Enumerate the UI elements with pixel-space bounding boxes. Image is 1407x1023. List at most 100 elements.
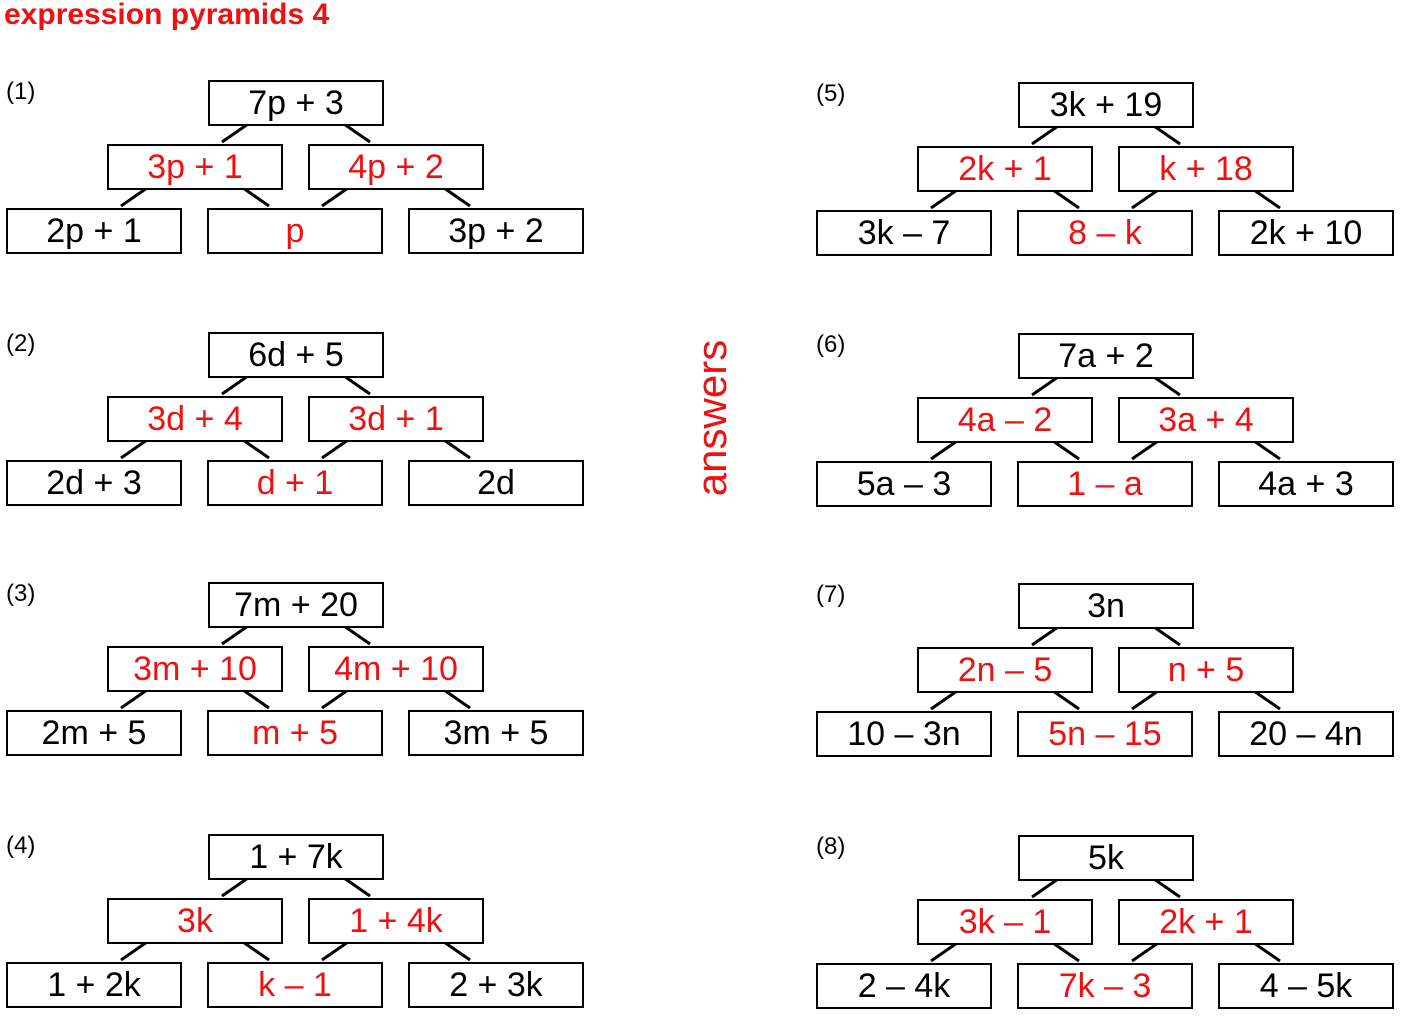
brick-middle: n + 5: [1118, 647, 1294, 693]
problem-number: (6): [816, 331, 846, 358]
connector-line: [321, 940, 349, 962]
brick-bottom: 5a – 3: [816, 461, 992, 507]
brick-middle: 3p + 1: [107, 144, 283, 190]
brick-bottom: 2 – 4k: [816, 963, 992, 1009]
connector-line: [343, 122, 371, 144]
brick-bottom: d + 1: [207, 460, 383, 506]
brick-middle: 3a + 4: [1118, 397, 1294, 443]
brick-bottom: 2d: [408, 460, 584, 506]
brick-middle: 3m + 10: [107, 646, 283, 692]
brick-top: 7p + 3: [208, 80, 384, 126]
brick-bottom: 2k + 10: [1218, 210, 1394, 256]
brick-middle: 3k – 1: [917, 899, 1093, 945]
connector-line: [1031, 124, 1059, 146]
connector-lines: [930, 877, 1281, 963]
connector-line: [1253, 689, 1281, 711]
problem-number: (3): [6, 580, 36, 607]
brick-bottom: k – 1: [207, 962, 383, 1008]
connector-line: [242, 688, 270, 710]
brick-middle: 2n – 5: [917, 647, 1093, 693]
connector-line: [1052, 941, 1080, 963]
brick-top: 5k: [1018, 835, 1194, 881]
brick-bottom: 2 + 3k: [408, 962, 584, 1008]
brick-bottom: 5n – 15: [1017, 711, 1193, 757]
brick-bottom: 3k – 7: [816, 210, 992, 256]
brick-bottom: 3p + 2: [408, 208, 584, 254]
connector-line: [1153, 124, 1181, 146]
connector-line: [1153, 877, 1181, 899]
connector-line: [1153, 375, 1181, 397]
connector-line: [930, 689, 958, 711]
brick-top: 6d + 5: [208, 332, 384, 378]
connector-line: [321, 186, 349, 208]
connector-line: [221, 374, 249, 396]
connector-line: [1031, 375, 1059, 397]
connector-line: [443, 688, 471, 710]
connector-line: [1131, 188, 1159, 210]
connector-line: [120, 940, 148, 962]
connector-line: [120, 186, 148, 208]
brick-bottom: 2d + 3: [6, 460, 182, 506]
brick-middle: 2k + 1: [1118, 899, 1294, 945]
connector-line: [1153, 625, 1181, 647]
connector-line: [343, 876, 371, 898]
brick-bottom: 8 – k: [1017, 210, 1193, 256]
connector-line: [242, 186, 270, 208]
problem-number: (1): [6, 78, 36, 105]
connector-line: [443, 940, 471, 962]
connector-line: [1253, 439, 1281, 461]
connector-line: [1052, 689, 1080, 711]
connector-lines: [930, 625, 1281, 711]
brick-middle: 4a – 2: [917, 397, 1093, 443]
page-title: expression pyramids 4: [4, 0, 330, 31]
connector-line: [221, 876, 249, 898]
brick-top: 3k + 19: [1018, 82, 1194, 128]
connector-line: [1052, 188, 1080, 210]
connector-lines: [120, 374, 471, 460]
connector-line: [120, 438, 148, 460]
connector-line: [1031, 625, 1059, 647]
connector-line: [1031, 877, 1059, 899]
brick-top: 7a + 2: [1018, 333, 1194, 379]
brick-bottom: 3m + 5: [408, 710, 584, 756]
connector-line: [221, 122, 249, 144]
connector-lines: [120, 122, 471, 208]
brick-bottom: m + 5: [207, 710, 383, 756]
brick-middle: k + 18: [1118, 146, 1294, 192]
brick-middle: 3k: [107, 898, 283, 944]
connector-line: [321, 688, 349, 710]
brick-middle: 1 + 4k: [308, 898, 484, 944]
connector-lines: [120, 876, 471, 962]
connector-line: [343, 624, 371, 646]
connector-line: [443, 438, 471, 460]
brick-middle: 4m + 10: [308, 646, 484, 692]
connector-line: [1131, 439, 1159, 461]
connector-line: [443, 186, 471, 208]
connector-line: [242, 940, 270, 962]
connector-lines: [930, 375, 1281, 461]
brick-middle: 4p + 2: [308, 144, 484, 190]
brick-middle: 3d + 4: [107, 396, 283, 442]
brick-bottom: 1 – a: [1017, 461, 1193, 507]
problem-number: (4): [6, 832, 36, 859]
problem-number: (2): [6, 330, 36, 357]
brick-middle: 2k + 1: [917, 146, 1093, 192]
connector-line: [120, 688, 148, 710]
brick-top: 3n: [1018, 583, 1194, 629]
connector-line: [930, 188, 958, 210]
brick-bottom: 10 – 3n: [816, 711, 992, 757]
brick-top: 7m + 20: [208, 582, 384, 628]
connector-line: [930, 941, 958, 963]
connector-lines: [930, 124, 1281, 210]
connector-line: [321, 438, 349, 460]
brick-top: 1 + 7k: [208, 834, 384, 880]
brick-bottom: 2p + 1: [6, 208, 182, 254]
pyramid: (4) 1 + 7k 3k 1 + 4k 1 + 2k k – 1 2 + 3k: [6, 832, 606, 1022]
brick-bottom: 1 + 2k: [6, 962, 182, 1008]
brick-bottom: 4 – 5k: [1218, 963, 1394, 1009]
